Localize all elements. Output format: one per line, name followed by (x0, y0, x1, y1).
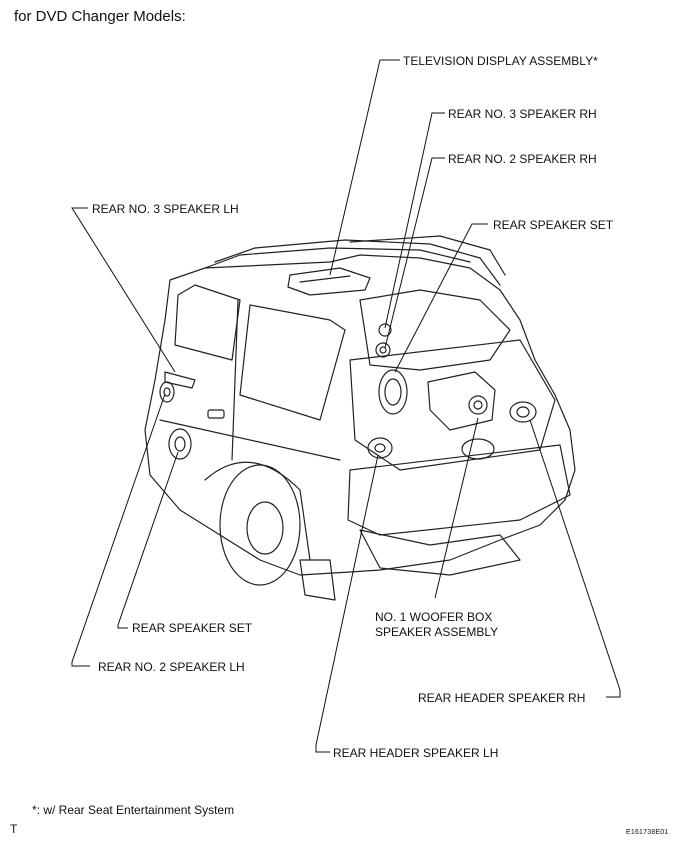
page-heading: for DVD Changer Models: (14, 8, 186, 25)
rear-no3-speaker-lh-shape (164, 371, 196, 389)
leader-rear-no2-lh (71, 393, 166, 667)
leader-rear-no3-lh (71, 207, 176, 373)
wheel-arch (204, 461, 311, 561)
leader-rear-speaker-set-left (117, 451, 179, 629)
body-crease (159, 419, 341, 461)
label-rear-speaker-set-right: REAR SPEAKER SET (493, 218, 614, 232)
roof-rail-left (214, 239, 501, 286)
figure-code: E161738E01 (626, 829, 669, 836)
rear-no2-speaker-lh-shape (159, 381, 175, 403)
label-television-display-assembly: TELEVISION DISPLAY ASSEMBLY* (403, 54, 598, 68)
label-rear-no3-speaker-lh: REAR NO. 3 SPEAKER LH (92, 202, 239, 216)
label-rear-no2-speaker-lh: REAR NO. 2 SPEAKER LH (98, 660, 245, 674)
rear-header-speaker-lh-shape (367, 437, 393, 459)
door-line (231, 299, 239, 461)
rear-wheel (219, 464, 301, 586)
leader-rear-no3-rh (384, 112, 445, 329)
corner-mark: T (10, 822, 18, 836)
rear-emblem (461, 438, 495, 460)
rear-bumper (347, 444, 571, 536)
side-window-rear (174, 284, 241, 361)
label-rear-header-speaker-lh: REAR HEADER SPEAKER LH (333, 746, 499, 760)
rear-no3-speaker-rh-shape (378, 323, 392, 337)
leader-rear-speaker-set-right (394, 223, 488, 373)
label-rear-no3-speaker-rh: REAR NO. 3 SPEAKER RH (448, 107, 597, 121)
tv-display-unit (287, 267, 371, 296)
label-woofer-line1: NO. 1 WOOFER BOX (375, 610, 493, 624)
woofer-box-shape (427, 371, 496, 431)
leader-tv-display (329, 59, 400, 276)
rear-header-speaker-rh-shape (509, 401, 537, 423)
side-window-front (239, 304, 346, 421)
rear-speaker-set-right-shape (378, 369, 408, 415)
tailgate (349, 339, 556, 471)
rear-no2-speaker-rh-shape (375, 342, 391, 358)
vehicle-roof (204, 247, 471, 269)
leader-rear-header-lh (315, 454, 379, 753)
leader-rear-no2-rh (384, 157, 445, 349)
rear-glass (359, 289, 511, 371)
label-rear-speaker-set-left: REAR SPEAKER SET (132, 621, 253, 635)
door-handle (207, 409, 225, 419)
rear-wheel-hub (246, 501, 284, 555)
mud-flap (299, 559, 336, 601)
bumper-lower (359, 529, 521, 576)
label-woofer-line2: SPEAKER ASSEMBLY (375, 625, 499, 639)
label-rear-header-speaker-rh: REAR HEADER SPEAKER RH (418, 691, 586, 705)
vehicle-body-outline (144, 254, 576, 576)
rear-speaker-set-left-shape (168, 428, 192, 460)
roof-rail-right (349, 235, 506, 276)
label-rear-no2-speaker-rh: REAR NO. 2 SPEAKER RH (448, 152, 597, 166)
leader-rear-header-rh (529, 419, 621, 698)
footnote: *: w/ Rear Seat Entertainment System (32, 803, 235, 817)
leader-woofer (434, 417, 479, 599)
